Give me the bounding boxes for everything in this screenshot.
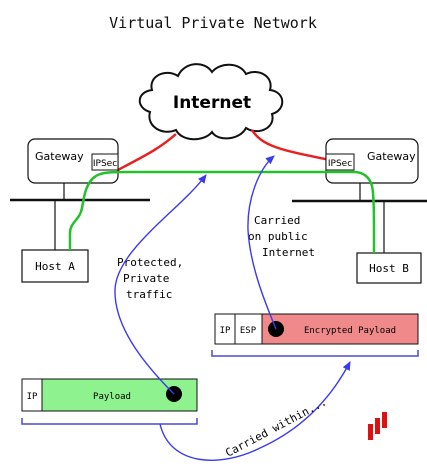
gateway-right: Gateway IPSec bbox=[325, 138, 419, 184]
logo-bar-2 bbox=[375, 418, 380, 434]
annotation-carried-within: Carried within... bbox=[223, 395, 329, 459]
inner-packet-payload-label: Payload bbox=[93, 392, 131, 402]
vpn-tunnel-path bbox=[68, 170, 376, 253]
outer-packet-payload-label: Encrypted Payload bbox=[304, 326, 396, 336]
internet-cloud: Internet bbox=[138, 63, 284, 141]
inner-packet-bracket bbox=[21, 418, 198, 425]
internet-link-left bbox=[117, 133, 177, 172]
arrow-carried-within bbox=[159, 361, 351, 461]
outer-packet-ip-label: IP bbox=[220, 326, 231, 336]
annotation-carried-2: on public bbox=[248, 230, 308, 243]
logo-bars-icon bbox=[368, 412, 387, 440]
cloud-label: Internet bbox=[173, 93, 251, 113]
host-b-box bbox=[356, 252, 422, 284]
annotation-protected-3: traffic bbox=[126, 288, 172, 301]
outer-packet-bracket bbox=[211, 350, 419, 357]
host-b: Host B bbox=[356, 252, 422, 284]
annotation-carried-3: Internet bbox=[262, 246, 315, 259]
host-a-box bbox=[21, 249, 89, 283]
cloud-shape bbox=[138, 63, 284, 141]
host-a-label: Host A bbox=[35, 260, 75, 273]
annotation-protected-1: Protected, bbox=[117, 256, 183, 269]
ipsec-label-right: IPSec bbox=[328, 159, 352, 169]
arrow-carried-to-internet bbox=[247, 155, 277, 330]
outer-packet: IP ESP Encrypted Payload bbox=[211, 313, 419, 357]
host-a: Host A bbox=[21, 249, 89, 283]
logo-bar-3 bbox=[382, 412, 387, 428]
ipsec-label-left: IPSec bbox=[93, 159, 117, 169]
gateway-left: Gateway IPSec bbox=[27, 138, 119, 184]
arrow-protected-to-tunnel bbox=[114, 174, 207, 395]
outer-packet-esp-label: ESP bbox=[240, 326, 257, 336]
ipsec-box-right bbox=[325, 153, 355, 171]
gateway-right-label: Gateway bbox=[367, 150, 416, 163]
diagram-title: Virtual Private Network bbox=[109, 14, 317, 32]
internet-link-right bbox=[250, 129, 331, 162]
ipsec-box-left bbox=[91, 153, 119, 171]
inner-packet-ip-label: IP bbox=[27, 392, 38, 402]
gateway-left-label: Gateway bbox=[35, 150, 84, 163]
logo-bar-1 bbox=[368, 424, 373, 440]
inner-packet: IP Payload bbox=[21, 378, 198, 425]
outer-packet-esp-cell bbox=[234, 313, 263, 345]
annotation-protected-2: Private bbox=[123, 272, 169, 285]
host-b-label: Host B bbox=[369, 262, 409, 275]
outer-packet-payload-cell bbox=[261, 313, 419, 345]
annotation-carried-1: Carried bbox=[254, 214, 300, 227]
